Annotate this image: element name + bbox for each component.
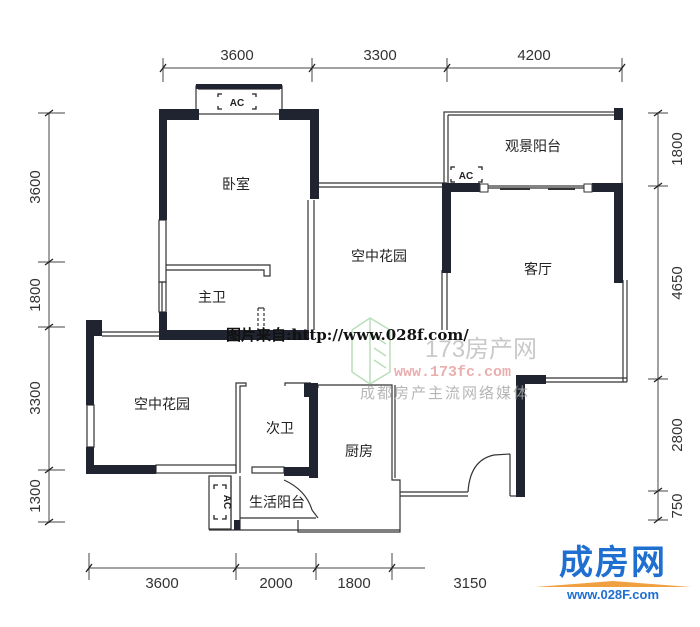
dim-left-4: 1300: [27, 479, 44, 512]
room-second-bath: 次卫: [266, 421, 294, 437]
dim-bottom-4: 3150: [453, 575, 486, 592]
room-sky-garden-center: 空中花园: [351, 249, 407, 265]
watermark-173-logo-icon: [351, 317, 391, 385]
chengfang-logo: 成房网 www.028F.com: [533, 543, 693, 623]
dim-bottom-1: 3600: [145, 575, 178, 592]
room-view-balcony: 观景阳台: [505, 139, 561, 155]
room-bedroom: 卧室: [222, 176, 250, 193]
watermark-source-url: 图片来自:http://www.028f.com/: [226, 326, 469, 344]
dim-top-1: 3600: [220, 47, 253, 64]
ac-marker-utility: AC: [213, 484, 232, 520]
logo-roof-icon: [535, 581, 691, 587]
dim-bottom-3: 1800: [337, 575, 370, 592]
thick-walls: [86, 84, 623, 530]
dimension-ticks: [44, 63, 663, 573]
dim-right-3: 2800: [669, 418, 686, 451]
dim-bottom-2: 2000: [259, 575, 292, 592]
watermark-173-name: 173房产网: [425, 336, 537, 363]
dim-right-1: 1800: [669, 132, 686, 165]
logo-url: www.028F.com: [567, 587, 659, 602]
room-utility-balcony: 生活阳台: [249, 495, 305, 511]
room-master-bath: 主卫: [198, 290, 226, 306]
dim-top-2: 3300: [363, 47, 396, 64]
dim-left-1: 3600: [27, 170, 44, 203]
ac-marker-bedroom: AC: [217, 93, 257, 110]
ac-marker-living: AC: [450, 166, 483, 183]
room-kitchen: 厨房: [345, 444, 373, 460]
dimension-lines: [38, 58, 668, 580]
room-sky-garden-left: 空中花园: [134, 397, 190, 413]
dim-right-4: 750: [669, 493, 686, 518]
dim-right-2: 4650: [669, 266, 686, 299]
watermark-173-slogan: 成都房产主流网络媒体: [360, 384, 530, 402]
ac-label: AC: [459, 171, 473, 182]
dim-left-3: 3300: [27, 381, 44, 414]
logo-name: 成房网: [559, 543, 667, 583]
room-living: 客厅: [524, 261, 552, 278]
dim-left-2: 1800: [27, 278, 44, 311]
watermark-173-url: www.173fc.com: [394, 364, 511, 381]
ac-label: AC: [221, 495, 232, 509]
dim-top-3: 4200: [517, 47, 550, 64]
ac-label: AC: [230, 98, 244, 109]
